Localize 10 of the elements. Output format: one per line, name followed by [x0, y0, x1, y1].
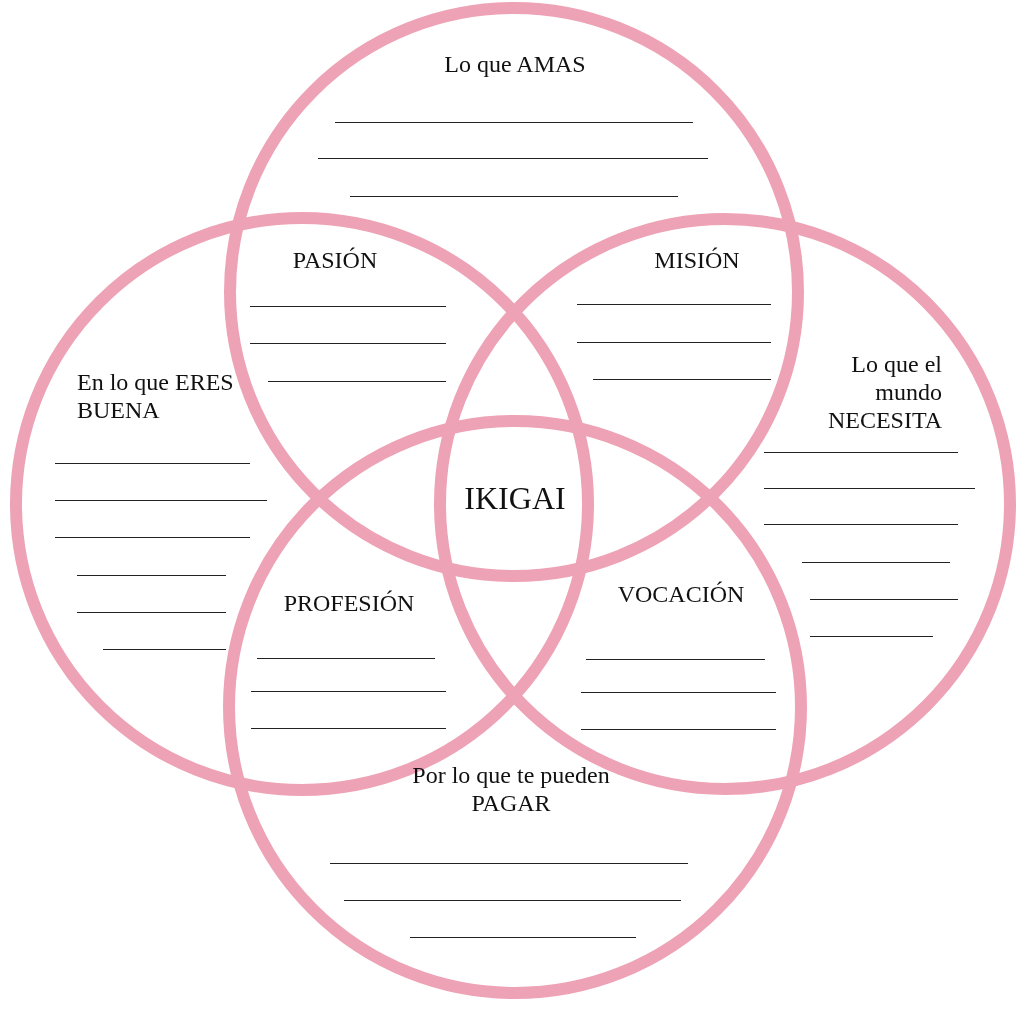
region-label: PASIÓN: [292, 246, 378, 274]
region-label: VOCACIÓN: [617, 580, 745, 608]
circle-label: Lo que AMAS: [443, 50, 587, 78]
circle-label: Lo que el mundo NECESITA: [826, 350, 942, 434]
circle-label: En lo que ERES BUENA: [77, 368, 235, 424]
region-label: PROFESIÓN: [283, 589, 415, 617]
region-label: MISIÓN: [654, 246, 740, 274]
circle-label: Por lo que te pueden PAGAR: [411, 761, 611, 817]
center-label: IKIGAI: [464, 480, 566, 516]
venn-circle: [223, 415, 807, 999]
